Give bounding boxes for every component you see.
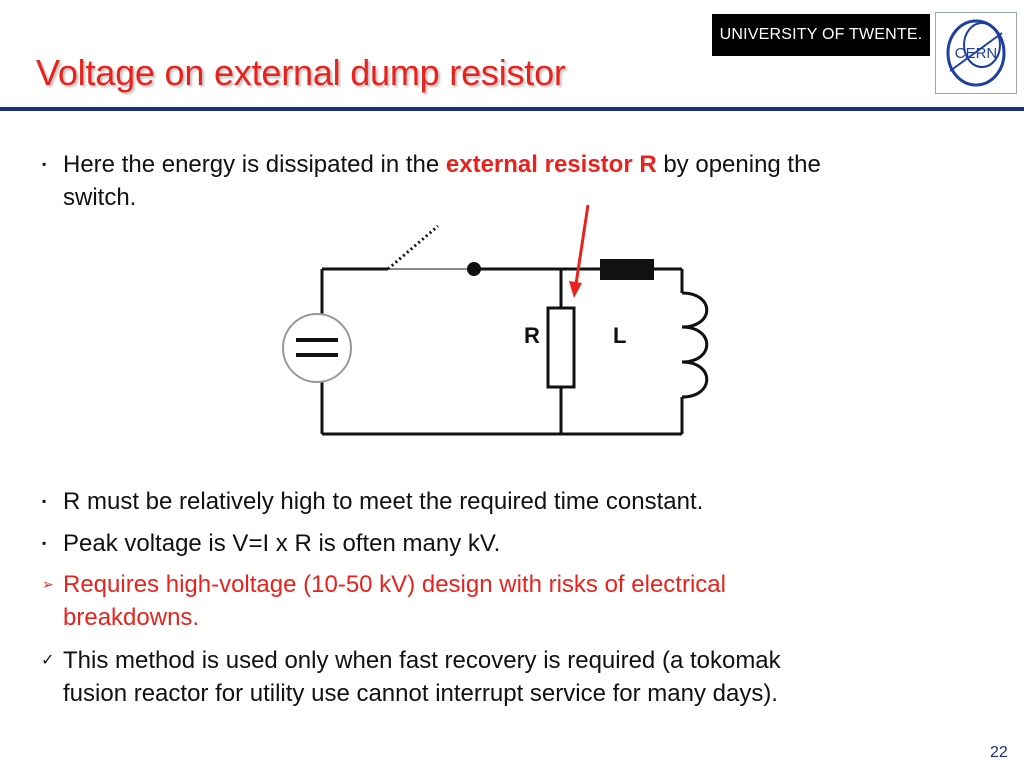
page-number: 22 [990, 744, 1008, 761]
bullet-text: switch. [63, 184, 137, 211]
check-bullet-icon: ✓ [41, 652, 55, 669]
cern-logo-text: CERN [955, 45, 998, 62]
resistor-symbol [546, 306, 576, 389]
title-divider [0, 107, 1024, 111]
series-element-block [600, 259, 654, 280]
bullet-item-high-voltage: Requires high-voltage (10-50 kV) design … [63, 568, 983, 634]
square-bullet-icon: ▪ [42, 536, 47, 550]
pointer-arrowhead-icon [569, 281, 582, 298]
arrow-bullet-icon: ➢ [42, 576, 54, 592]
inductor-label: L [613, 323, 627, 348]
bullet-item-peak-voltage: Peak voltage is V=I x R is often many kV… [63, 530, 501, 557]
cern-logo: CERN [935, 12, 1017, 94]
bullet-text: by opening the [656, 151, 821, 178]
bullet-text: Here the energy is dissipated in the [63, 151, 446, 178]
bullet-item-fast-recovery: This method is used only when fast recov… [63, 644, 983, 710]
inductor-coil-symbol [681, 291, 709, 399]
square-bullet-icon: ▪ [42, 157, 47, 171]
bullet-item-time-constant: R must be relatively high to meet the re… [63, 488, 704, 515]
switch-contact-dot [467, 262, 481, 276]
bullet-text: Requires high-voltage (10-50 kV) design … [63, 571, 726, 598]
bullet-text: This method is used only when fast recov… [63, 647, 781, 674]
bullet-text: breakdowns. [63, 604, 200, 631]
dc-source-icon [282, 313, 352, 383]
university-of-twente-logo: UNIVERSITY OF TWENTE. [712, 14, 930, 56]
pointer-arrow-icon [574, 204, 590, 285]
resistor-label: R [524, 323, 540, 348]
external-resistor-emphasis: external resistor R [445, 151, 657, 178]
open-switch-icon [387, 224, 439, 271]
square-bullet-icon: ▪ [42, 494, 47, 508]
bullet-text: fusion reactor for utility use cannot in… [63, 680, 778, 707]
bullet-item-energy: Here the energy is dissipated in the ext… [63, 148, 983, 214]
slide-title: Voltage on external dump resistor [36, 52, 566, 93]
